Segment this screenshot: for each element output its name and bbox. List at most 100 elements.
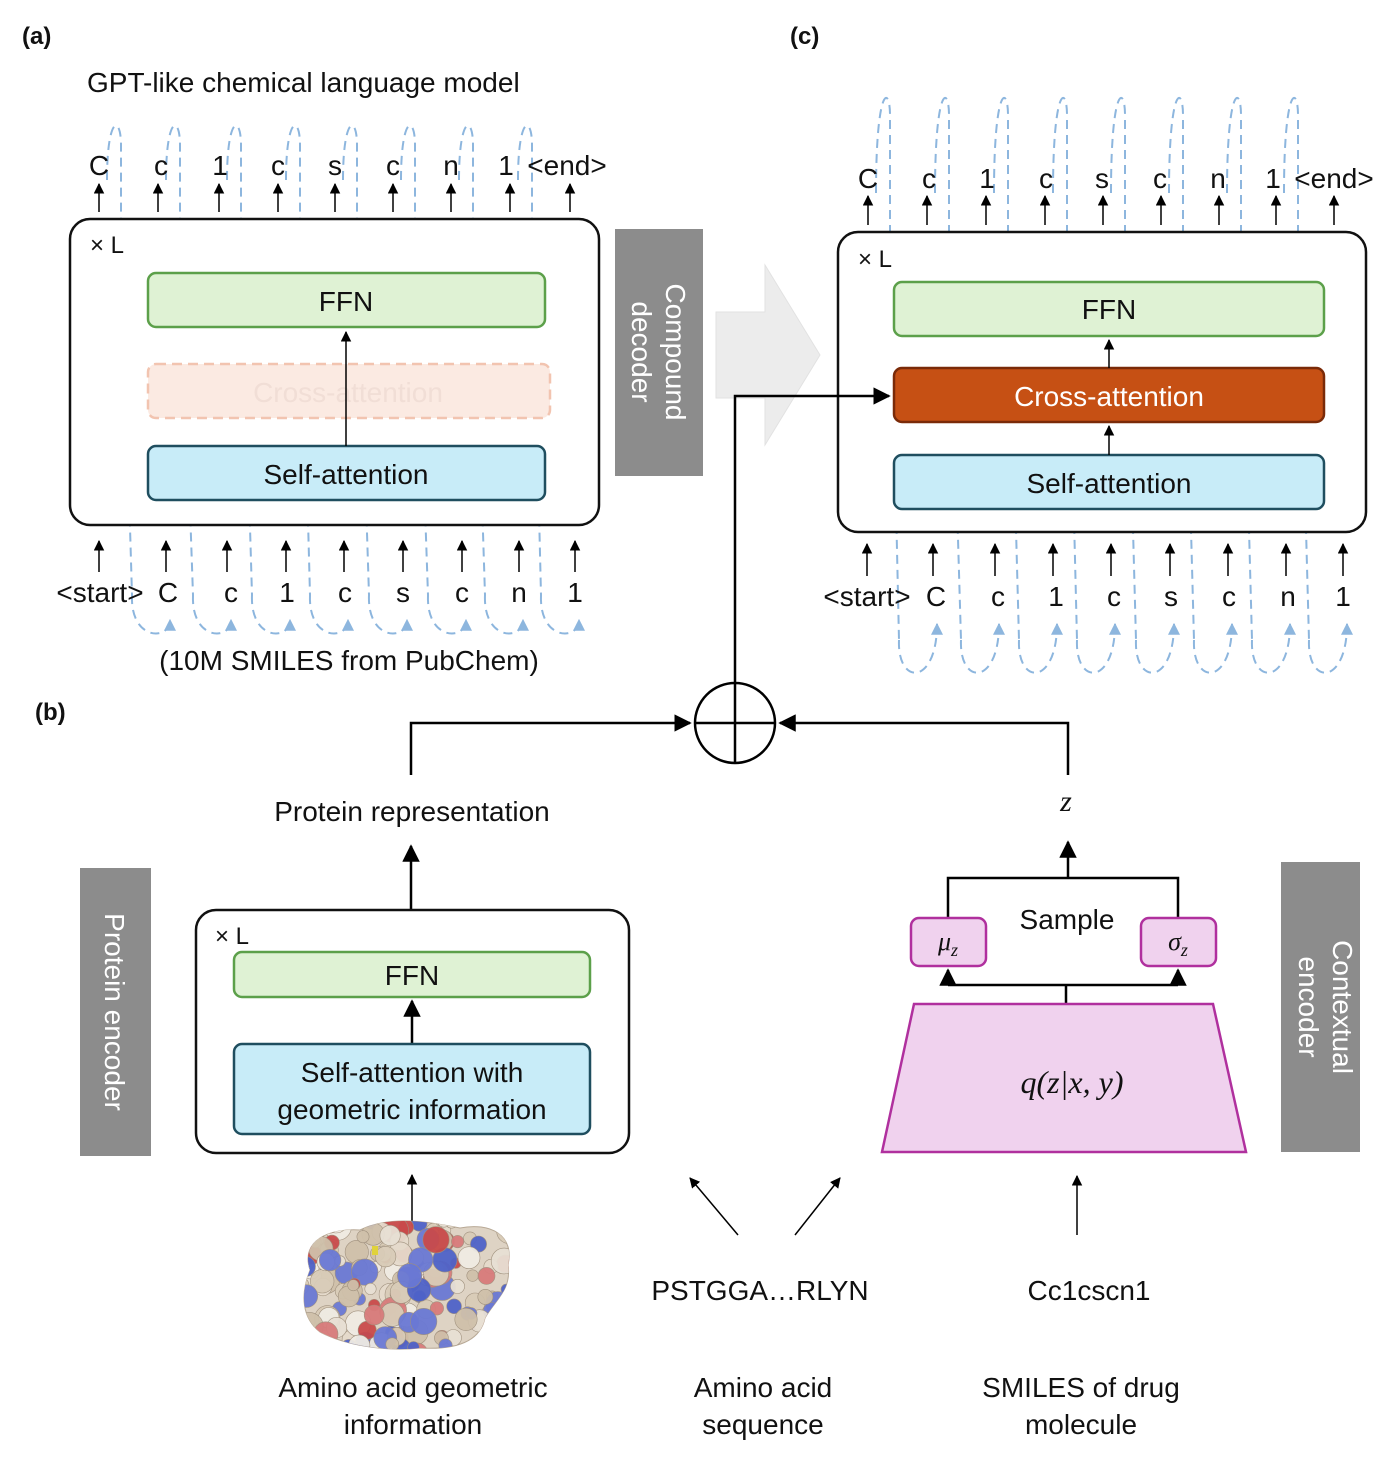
panel-c-autoregressive-arc (897, 622, 943, 674)
panel-c-input-token: s (1164, 581, 1178, 612)
panel-a-cross-attention-box (146, 362, 552, 420)
panel-a-autoregressive-arc (250, 594, 296, 635)
geometric-self-attention-box (232, 1042, 592, 1136)
panel-a-input-token: c (224, 577, 238, 608)
panel-c-autoregressive-arc (1192, 622, 1238, 674)
sample-bracket (946, 876, 1180, 918)
panel-c-output-token: c (1153, 163, 1167, 194)
panel-a-input-arrows (93, 539, 581, 572)
panel-a-output-token: c (154, 150, 168, 181)
panel-a-autoregressive-arc (226, 124, 253, 596)
panel-c-output-token: n (1210, 163, 1226, 194)
panel-c-autoregressive-arc (1052, 97, 1078, 641)
compound-decoder-line2: decoder (626, 301, 657, 402)
panel-a-output-token: c (271, 150, 285, 181)
sequence-caption-line1: Amino acid (694, 1372, 833, 1403)
panel-a-input-token: s (396, 577, 410, 608)
panel-c-output-token: s (1095, 163, 1109, 194)
panel-c-self-attention-label: Self-attention (1027, 468, 1192, 499)
mu-box (909, 916, 988, 968)
panel-a-self-attention-label: Self-attention (264, 459, 429, 490)
panel-a-cross-attention-label: Cross-attention (253, 377, 443, 408)
panel-a-autoregressive-arc (458, 124, 486, 596)
mu-subscript: z (950, 940, 958, 960)
panel-a-title: GPT-like chemical language model (87, 67, 520, 98)
merge-connector (409, 387, 1070, 775)
panel-b-label: (b) (35, 699, 66, 726)
panel-c-input-token: n (1280, 581, 1296, 612)
panel-a-ffn-box (146, 271, 547, 329)
sigma-box (1139, 916, 1218, 968)
panel-a-autoregressive-arc (342, 124, 370, 596)
panel-c-input-token: c (1107, 581, 1121, 612)
smiles-text: Cc1cscn1 (1028, 1275, 1151, 1306)
protein-ffn-box (232, 950, 592, 999)
panel-c-output-token: c (1039, 163, 1053, 194)
sample-label: Sample (1020, 904, 1115, 935)
sigma-subscript: z (1180, 940, 1188, 960)
panel-c-input-token: c (991, 581, 1005, 612)
contextual-encoder-line1: Contextual (1327, 940, 1358, 1074)
panel-a-caption: (10M SMILES from PubChem) (159, 645, 539, 676)
contextual-encoder-line2: encoder (1293, 956, 1324, 1057)
panel-c-autoregressive-arc (1134, 622, 1180, 674)
panel-a-input-token: <start> (56, 577, 143, 608)
mu-label: μz (937, 927, 958, 960)
panel-a-output-token: n (443, 150, 459, 181)
panel-a-autoregressive-arc (191, 594, 237, 635)
panel-a-dashed-arcs (106, 124, 585, 635)
protein-to-sum-line (409, 714, 692, 775)
panel-c-ffn-box (892, 280, 1326, 338)
panel-c-label: (c) (790, 23, 819, 50)
panel-c-input-token: <start> (823, 581, 910, 612)
panel-c-autoregressive-arc (1017, 622, 1063, 674)
panel-c-layer-count: × L (858, 246, 892, 273)
panel-c-autoregressive-arc (1226, 97, 1253, 641)
panel-c-autoregressive-arc (1307, 622, 1353, 674)
sigma-symbol: σ (1168, 927, 1182, 956)
panel-c-autoregressive-arc (1075, 622, 1121, 674)
panel-c-input-token: 1 (1048, 581, 1064, 612)
merge-to-cross-attention-line (733, 387, 891, 683)
panel-a-input-token: 1 (567, 577, 583, 608)
contextual-encoder-trapezoid (880, 1002, 1248, 1154)
protein-representation-label: Protein representation (274, 796, 550, 827)
geometric-self-attention-line2: geometric information (277, 1094, 546, 1125)
panel-c-output-token: <end> (1294, 163, 1373, 194)
panel-a-output-token: 1 (212, 150, 228, 181)
panel-a-input-token: c (338, 577, 352, 608)
panel-a-output-token: 1 (498, 150, 514, 181)
panel-a-input-token: n (511, 577, 527, 608)
compound-decoder-box (615, 229, 703, 476)
panel-c-input-arrows (861, 542, 1349, 576)
panel-a-autoregressive-arc (285, 124, 311, 596)
geometric-self-attention-line1: Self-attention with (301, 1057, 524, 1088)
panel-a-autoregressive-arc (483, 594, 529, 635)
panel-c-output-token: 1 (1265, 163, 1281, 194)
panel-a-output-token: <end> (527, 150, 606, 181)
panel-b: (b) Protein representation Protein encod… (35, 699, 1360, 1440)
panel-c-output-token: 1 (979, 163, 995, 194)
panel-c-autoregressive-arc (875, 97, 900, 641)
transfer-arrow (715, 263, 821, 447)
smiles-caption-line2: molecule (1025, 1409, 1137, 1440)
panel-a-ffn-label: FFN (319, 286, 373, 317)
panel-c-input-token: c (1222, 581, 1236, 612)
panel-a-input-token: 1 (279, 577, 295, 608)
panel-a-autoregressive-arc (400, 124, 429, 596)
sigma-label: σz (1168, 927, 1188, 960)
panel-c-autoregressive-arc (1110, 97, 1137, 641)
panel-a-autoregressive-arc (106, 124, 133, 596)
panel-a-autoregressive-arc (165, 124, 194, 596)
protein-sulfur-atom (372, 1246, 378, 1255)
mu-symbol: μ (937, 927, 951, 956)
protein-encoder-tag-box (80, 868, 151, 1156)
panel-a-layer-count: × L (90, 232, 124, 259)
panel-c-output-token: c (922, 163, 936, 194)
